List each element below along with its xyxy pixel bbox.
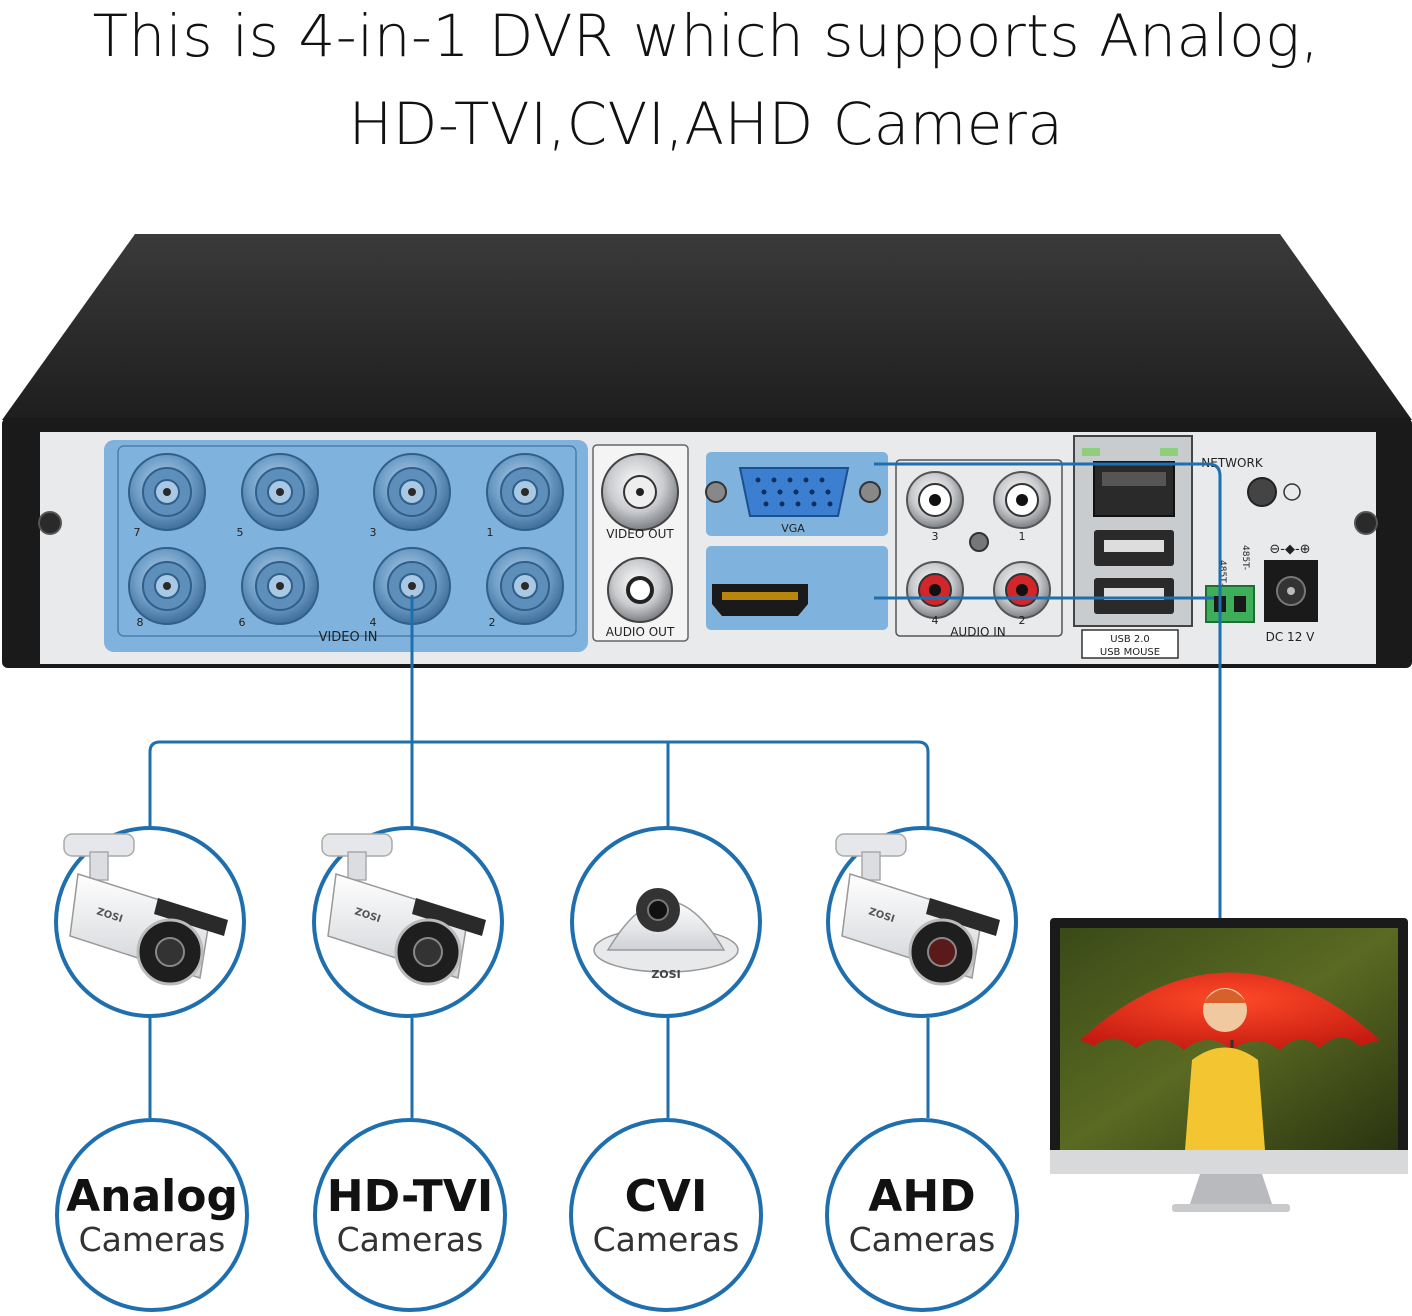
camera-circle: ZOSI	[54, 826, 246, 1018]
camera-circle: ZOSI	[312, 826, 504, 1018]
screw-icon	[1354, 511, 1378, 535]
bnc-port	[128, 547, 206, 625]
usb-label-1: USB 2.0	[1110, 634, 1150, 645]
camera-circle: ZOSI	[570, 826, 762, 1018]
channel-number: 8	[137, 616, 144, 629]
video-out-label: VIDEO OUT	[606, 527, 674, 541]
rca-port	[993, 561, 1051, 619]
rs485-plus-label: 485T+	[1217, 560, 1227, 590]
camera-type-subtitle: Cameras	[849, 1220, 996, 1259]
audio-channel-number: 2	[1019, 614, 1026, 627]
rca-port	[993, 471, 1051, 529]
audio-out-label: AUDIO OUT	[606, 625, 675, 639]
headline-line-1: This is 4-in-1 DVR which supports Analog…	[92, 2, 1320, 70]
power-label: DC 12 V	[1266, 630, 1316, 644]
audio-in-block	[895, 459, 1063, 637]
bnc-port	[486, 453, 564, 531]
channel-number: 6	[239, 616, 246, 629]
audio-in-ports	[906, 471, 1051, 619]
video-in-ports	[128, 453, 564, 625]
bnc-port	[241, 453, 319, 531]
screw-icon	[38, 511, 62, 535]
ground-icon	[1283, 483, 1301, 501]
camera-circle: ZOSI	[826, 826, 1018, 1018]
video-in-highlight	[104, 440, 588, 652]
camera-type-row: AnalogCamerasHD-TVICamerasCVICamerasAHDC…	[55, 1118, 1019, 1312]
headline-line-2: HD-TVI,CVI,AHD Camera	[348, 90, 1064, 158]
camera-type-title: Analog	[66, 1171, 238, 1222]
vga-monitor-connector	[874, 462, 1222, 920]
rca-port	[906, 561, 964, 619]
usb-label-2: USB MOUSE	[1100, 647, 1160, 658]
rca-port	[906, 471, 964, 529]
bnc-port	[241, 547, 319, 625]
bnc-port	[486, 547, 564, 625]
bnc-port	[373, 453, 451, 531]
dvr-unit: VIDEO IN 7 5 3 1 8 6 4 2 VIDEO OUT AUDIO OUT VG…	[2, 234, 1412, 668]
camera-type-subtitle: Cameras	[337, 1220, 484, 1259]
rs485-terminal	[1205, 585, 1255, 623]
video-in-label: VIDEO IN	[319, 630, 378, 645]
audio-channel-number: 4	[932, 614, 939, 627]
connector-lines	[148, 462, 1222, 1118]
camera-type-subtitle: Cameras	[79, 1220, 226, 1259]
channel-number: 3	[370, 526, 377, 539]
ground-screw-icon	[1247, 477, 1277, 507]
power-polarity: ⊖-◆-⊕	[1269, 542, 1310, 557]
channel-number: 5	[237, 526, 244, 539]
monitor-stand	[1190, 1174, 1272, 1204]
camera-row: ZOSI ZOSI ZOSI ZOSI	[54, 826, 1018, 1018]
channel-number: 1	[487, 526, 494, 539]
camera-bus-line	[148, 740, 930, 828]
channel-number: 2	[489, 616, 496, 629]
audio-channel-number: 3	[932, 530, 939, 543]
camera-type-title: AHD	[868, 1171, 975, 1222]
rs485-minus-label: 485T-	[1240, 545, 1250, 570]
camera-type-subtitle: Cameras	[593, 1220, 740, 1259]
brand-label: ZOSI	[651, 968, 680, 981]
camera-type-title: HD-TVI	[327, 1171, 493, 1222]
vga-label: VGA	[781, 522, 805, 535]
camera-type-title: CVI	[625, 1171, 708, 1222]
bnc-port	[128, 453, 206, 531]
audio-in-label: AUDIO IN	[950, 625, 1006, 639]
screw-icon	[969, 532, 989, 552]
ethernet-port	[1093, 461, 1175, 517]
raincoat-image	[1185, 1047, 1265, 1150]
dvr-top-cover	[2, 234, 1412, 420]
audio-channel-number: 1	[1019, 530, 1026, 543]
monitor	[1050, 918, 1408, 1212]
channel-number: 7	[134, 526, 141, 539]
channel-number: 4	[370, 616, 377, 629]
